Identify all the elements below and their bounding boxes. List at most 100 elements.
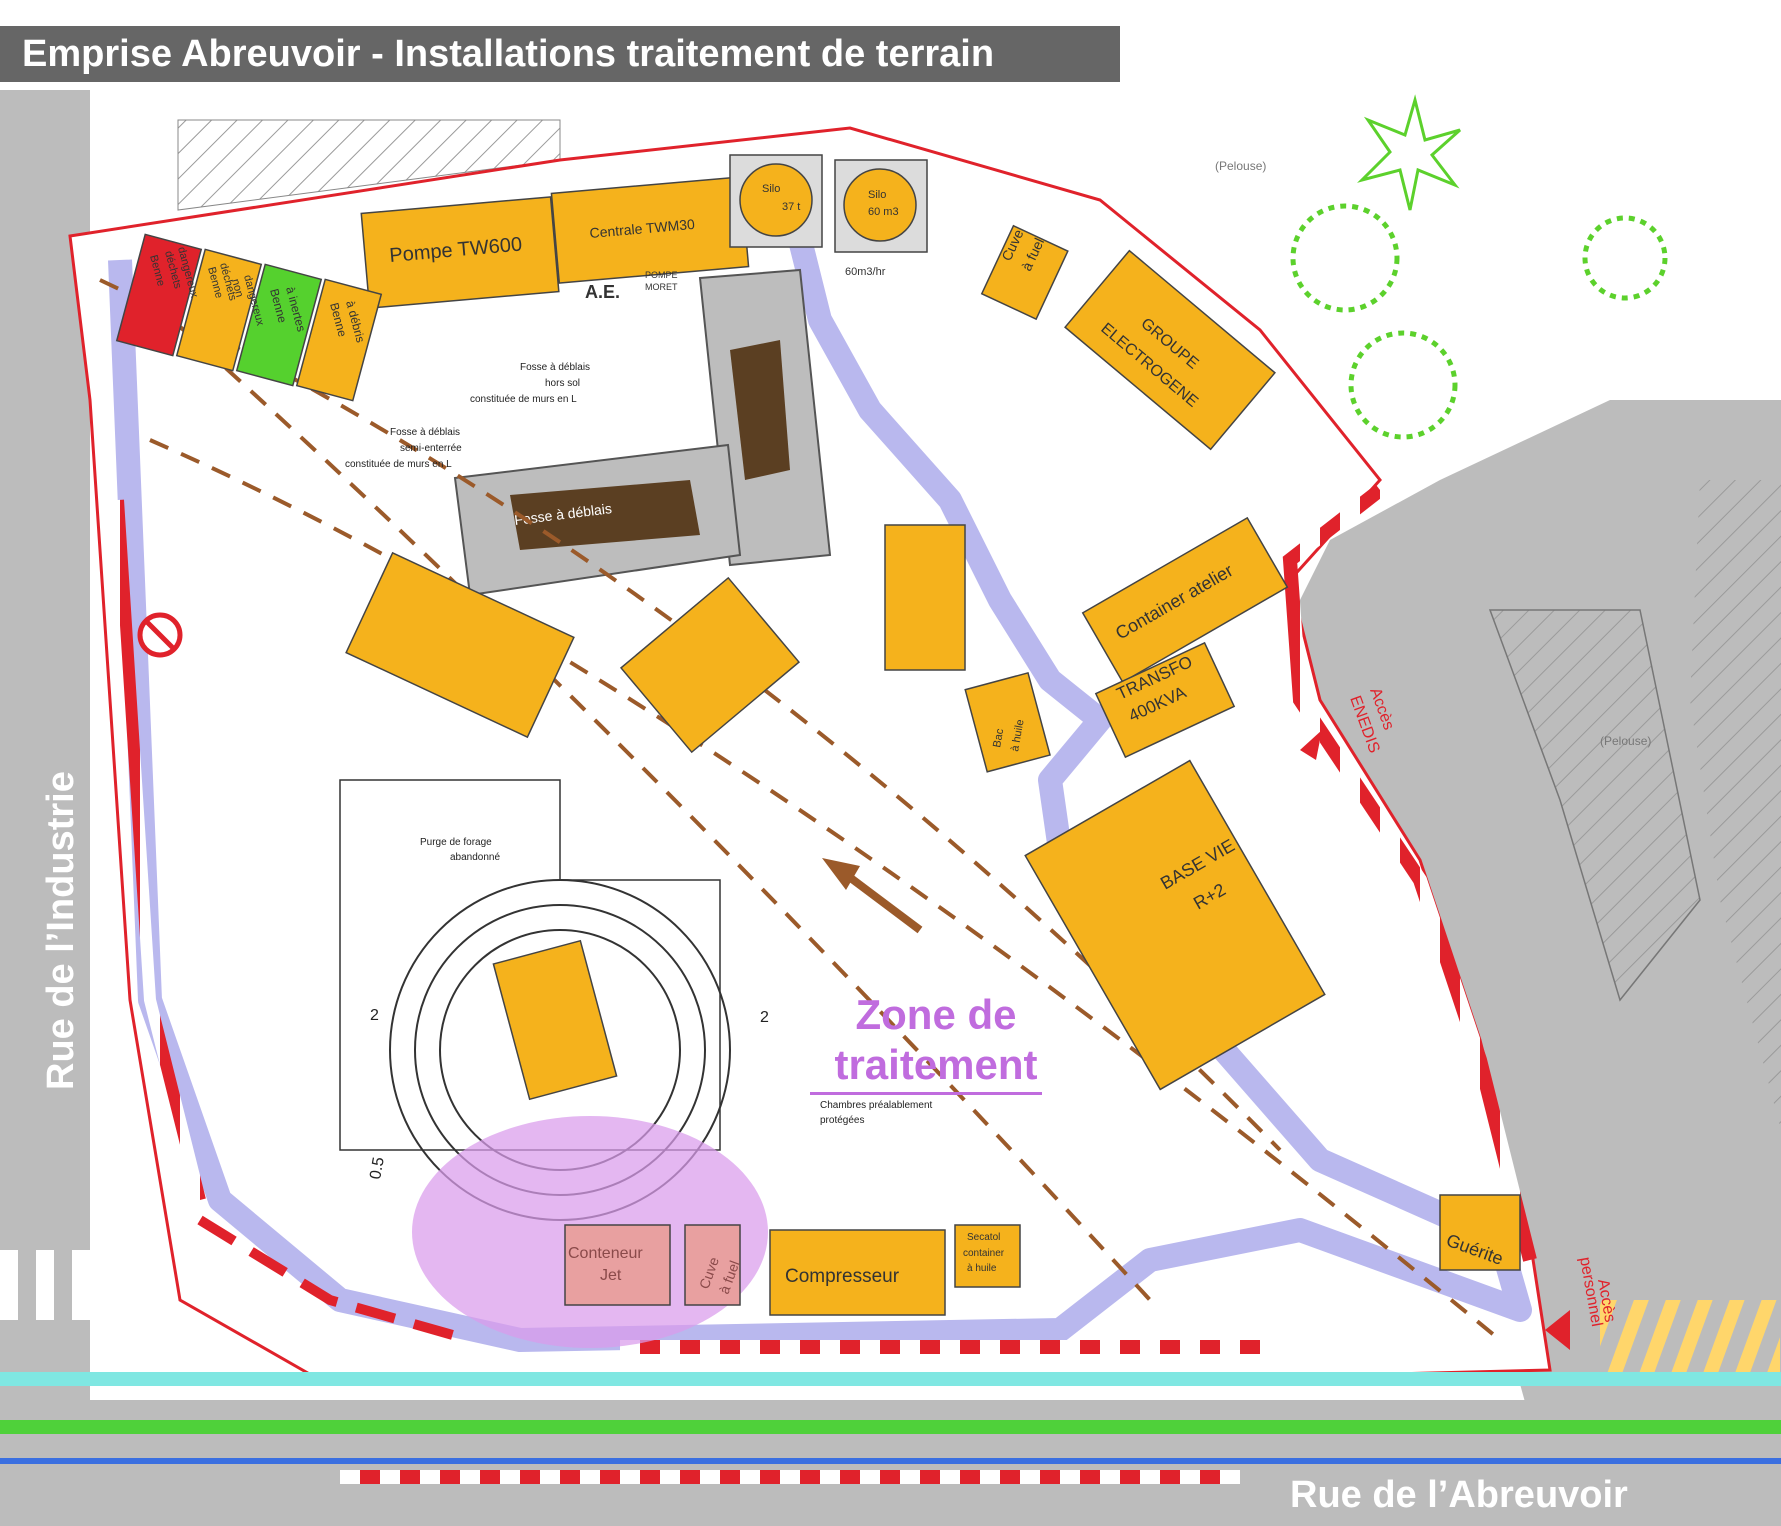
hatch-right	[1690, 480, 1781, 1130]
guerite	[1439, 1194, 1521, 1271]
pelouse-right: (Pelouse)	[1600, 734, 1651, 748]
rails	[0, 1372, 1781, 1464]
dim-2a: 2	[370, 1007, 379, 1024]
no-entry-sign	[137, 612, 183, 658]
zone-label-line2: traitement	[834, 1041, 1038, 1088]
fosses: Fosse à déblais	[453, 268, 832, 597]
note-fosse-hs-2: hors sol	[545, 378, 580, 389]
label-silo2-b: 60 m3	[868, 206, 899, 218]
label-debit: 60m3/hr	[845, 266, 886, 278]
road-left-top	[0, 90, 90, 240]
label-bac-2: à huile	[1009, 719, 1026, 753]
direction-arrow	[837, 866, 923, 934]
pelouse-top: (Pelouse)	[1215, 159, 1266, 173]
tree-2	[1348, 330, 1458, 440]
barrier-bottom-strip	[620, 1340, 1260, 1354]
silo-1	[739, 163, 813, 237]
dirt-1	[730, 340, 790, 480]
label-pompe-moret-a: POMPE	[645, 270, 678, 280]
dim-05: 0.5	[367, 1156, 388, 1181]
bac-huile	[964, 671, 1051, 773]
label-secatol-1: Secatol	[967, 1232, 1000, 1243]
benne-dechets-dangereux	[115, 233, 203, 357]
label-silo1-a: Silo	[762, 183, 780, 195]
label-pompe-moret-b: MORET	[645, 282, 678, 292]
label-conteneur-2: Jet	[600, 1267, 622, 1284]
label-silo2-a: Silo	[868, 189, 886, 201]
conteneur-jet	[564, 1224, 671, 1306]
note-fosse-se-1: Fosse à déblais	[390, 427, 460, 438]
foreuse	[884, 524, 966, 671]
hatch-right-block	[1488, 609, 1701, 1002]
barrier-right	[1282, 484, 1537, 1262]
note-purge-2: abandonné	[450, 852, 500, 863]
page-title: Emprise Abreuvoir - Installations traite…	[22, 33, 995, 75]
cuve-fuel-1	[980, 224, 1069, 321]
road-right	[1290, 400, 1781, 1526]
dirt-2	[510, 480, 700, 550]
rail-green	[0, 1420, 1781, 1434]
label-benne-dnd-3: non	[229, 278, 245, 299]
direction-arrow-head	[822, 858, 860, 890]
zone-label-line1: Zone de	[855, 991, 1017, 1038]
rail-cyan	[0, 1372, 1781, 1386]
secatol	[954, 1224, 1021, 1288]
label-secatol-2: container	[963, 1248, 1005, 1259]
tree-star	[1357, 94, 1461, 211]
note-fosse-hs-3: constituée de murs en L	[470, 394, 577, 405]
street-label-bottom: Rue de l’Abreuvoir	[1290, 1474, 1628, 1516]
note-fosse-se-2: semi-enterrée	[400, 443, 462, 454]
label-silo1-b: 37 t	[782, 201, 800, 213]
benne-dechets-non-dangereux	[175, 248, 263, 372]
barriers	[112, 484, 1537, 1484]
base-vie	[1024, 759, 1326, 1091]
note-fosse-se-3: constituée de murs en L	[345, 459, 452, 470]
zone-label: Zone de traitement	[806, 990, 1066, 1090]
label-secatol-3: à huile	[967, 1263, 997, 1274]
label-ae: A.E.	[585, 282, 620, 302]
arc-3	[148, 298, 1152, 1302]
cuve-fuel-2	[684, 1224, 741, 1306]
acces-perso-arrow	[1545, 1310, 1570, 1350]
foreuse-centre	[492, 939, 618, 1101]
circulation-path	[108, 237, 1532, 1352]
benne-debris	[295, 278, 383, 402]
street-label-left: Rue de l’Industrie	[40, 771, 82, 1090]
silo-2	[843, 168, 917, 242]
note-chambres-1: Chambres préalablement	[820, 1100, 933, 1111]
label-compresseur: Compresseur	[785, 1266, 900, 1287]
note-fosse-hs-1: Fosse à déblais	[520, 362, 590, 373]
compresseur	[769, 1229, 946, 1316]
treatment-circles	[339, 779, 731, 1221]
trees	[1290, 94, 1668, 440]
benne-inertes	[235, 263, 323, 387]
equipment	[115, 154, 1521, 1316]
barrier-bottom	[197, 1215, 472, 1345]
rail-blue	[0, 1458, 1781, 1464]
barrier-left	[112, 499, 206, 1202]
dumper	[345, 551, 575, 739]
note-purge-1: Purge de forage	[420, 837, 492, 848]
arc-2	[149, 438, 1502, 1342]
acces-enedis-arrow	[1300, 730, 1322, 760]
note-chambres-2: protégées	[820, 1115, 864, 1126]
dim-2b: 2	[760, 1009, 769, 1026]
groupe-electrogene	[1064, 249, 1276, 451]
label-bac-1: Bac	[991, 727, 1006, 748]
title-bar	[0, 26, 1120, 82]
enclosure	[339, 779, 721, 1151]
barrier-road	[340, 1470, 1240, 1484]
tree-3	[1582, 215, 1668, 301]
hatched-areas	[177, 119, 1781, 1130]
excavator-body	[619, 576, 801, 754]
annotations: Fosse à déblais hors sol constituée de m…	[345, 362, 933, 1181]
no-entry-bar	[144, 619, 176, 651]
zone-underline	[810, 1092, 1042, 1095]
container-atelier	[1081, 516, 1289, 684]
pompe-tw600	[360, 196, 560, 309]
label-conteneur-1: Conteneur	[568, 1245, 643, 1262]
crosswalk-bottom-right	[1600, 1300, 1780, 1380]
tree-1	[1290, 203, 1400, 313]
transfo	[1094, 641, 1236, 759]
